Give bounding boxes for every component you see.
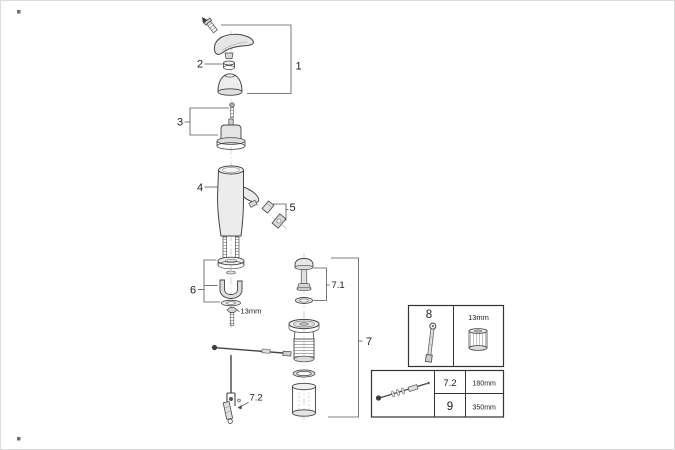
leader-lines bbox=[184, 24, 363, 418]
drain-plug-drawing bbox=[294, 258, 314, 292]
dome-cap-drawing bbox=[217, 73, 243, 96]
socket-size-label: 13mm bbox=[468, 313, 489, 322]
socket-tool-drawing bbox=[425, 322, 437, 363]
aerator-axis-line bbox=[253, 201, 288, 230]
o-ring-drawing bbox=[292, 369, 316, 378]
part-label-6: 6 bbox=[190, 285, 196, 297]
bracket-3 bbox=[189, 107, 229, 136]
tool-info-box: 8 13mm bbox=[407, 304, 505, 368]
tool-box-part-number: 8 bbox=[426, 309, 432, 321]
pop-up-rod-drawing bbox=[211, 344, 292, 357]
leader-7-2-arrowhead bbox=[237, 405, 242, 410]
bracket-6 bbox=[203, 259, 220, 303]
handle-cap-ring-drawing bbox=[223, 60, 235, 70]
part-label-7-1: 7.1 bbox=[332, 280, 345, 291]
pop-up-linkage-drawing bbox=[222, 355, 241, 424]
part-label-5: 5 bbox=[290, 202, 296, 214]
part-label-2: 2 bbox=[197, 59, 203, 71]
table-part-7-2: 7.2 bbox=[443, 378, 456, 389]
faucet-body-drawing bbox=[216, 165, 260, 237]
mounting-bracket-drawing bbox=[219, 279, 243, 299]
plug-seal-ring-drawing bbox=[295, 297, 313, 304]
handle-screw-drawing bbox=[202, 17, 218, 34]
bracket-1 bbox=[221, 24, 292, 94]
registration-mark-bottom bbox=[17, 437, 21, 441]
wrench-size-label: 13mm bbox=[241, 307, 262, 316]
cartridge-screw-drawing bbox=[229, 102, 235, 119]
tool-box-frame bbox=[407, 304, 505, 368]
horizontal-rod-drawing bbox=[375, 381, 430, 401]
part-label-7: 7 bbox=[366, 336, 372, 348]
part-label-1: 1 bbox=[296, 61, 302, 73]
bracket-7 bbox=[328, 257, 359, 418]
cartridge-drawing bbox=[216, 118, 246, 150]
drain-tailpiece-drawing bbox=[292, 382, 316, 417]
drain-flange-drawing bbox=[288, 318, 320, 363]
table-length-350: 350mm bbox=[473, 405, 497, 412]
table-length-180: 180mm bbox=[473, 381, 497, 388]
part-label-3: 3 bbox=[177, 117, 183, 129]
part-label-4: 4 bbox=[197, 182, 203, 194]
retainer-ring-drawing bbox=[221, 299, 241, 307]
screw-arrow-icon bbox=[202, 17, 208, 24]
socket-drawing bbox=[468, 328, 488, 351]
handle-lever-drawing bbox=[213, 33, 254, 59]
base-ring-drawing bbox=[217, 256, 245, 275]
registration-mark-top bbox=[17, 10, 21, 14]
part-label-7-2: 7.2 bbox=[250, 393, 263, 404]
bracket-7-1 bbox=[313, 267, 327, 301]
size-table: 7.2 180mm 9 350mm bbox=[370, 369, 505, 418]
aerator-parts-drawing bbox=[261, 200, 287, 229]
table-part-9: 9 bbox=[447, 401, 453, 413]
mounting-bolt-drawing bbox=[226, 307, 238, 326]
